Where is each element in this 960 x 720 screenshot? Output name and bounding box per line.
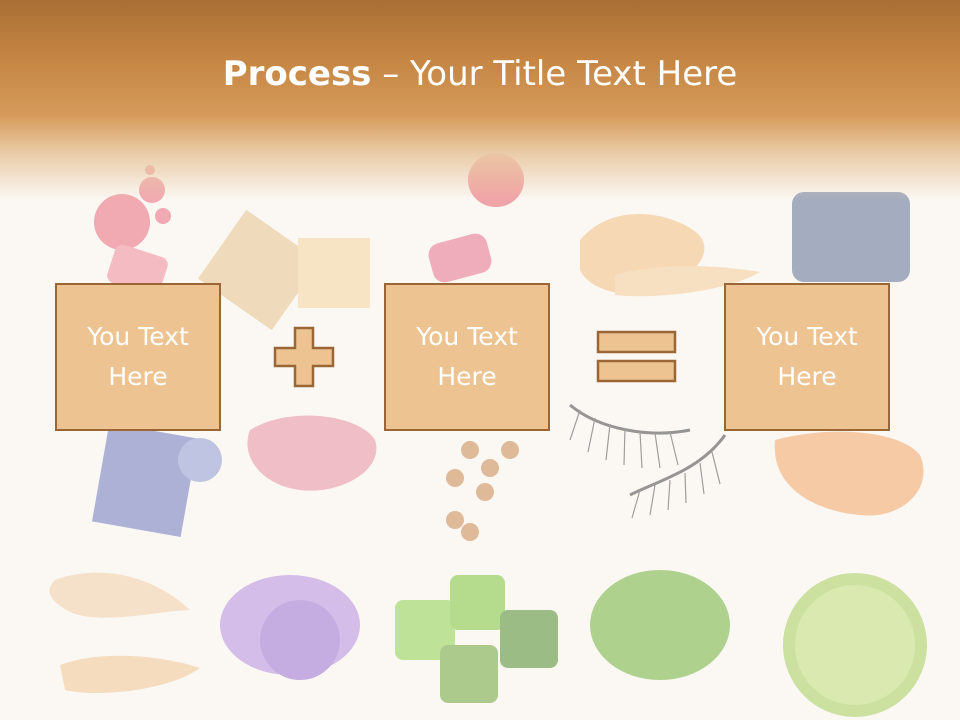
title-bold: Process — [222, 54, 372, 94]
process-box-1-text: You Text Here — [87, 322, 189, 391]
equals-icon — [596, 330, 677, 383]
process-box-1: You Text Here — [55, 283, 221, 431]
process-box-3-text: You Text Here — [756, 322, 858, 391]
title-rest: – Your Title Text Here — [371, 54, 738, 94]
process-box-2: You Text Here — [384, 283, 550, 431]
process-box-3: You Text Here — [724, 283, 890, 431]
plus-icon — [273, 326, 335, 388]
slide-title: Process – Your Title Text Here — [0, 52, 960, 96]
process-box-2-text: You Text Here — [416, 322, 518, 391]
header-band — [0, 0, 960, 200]
